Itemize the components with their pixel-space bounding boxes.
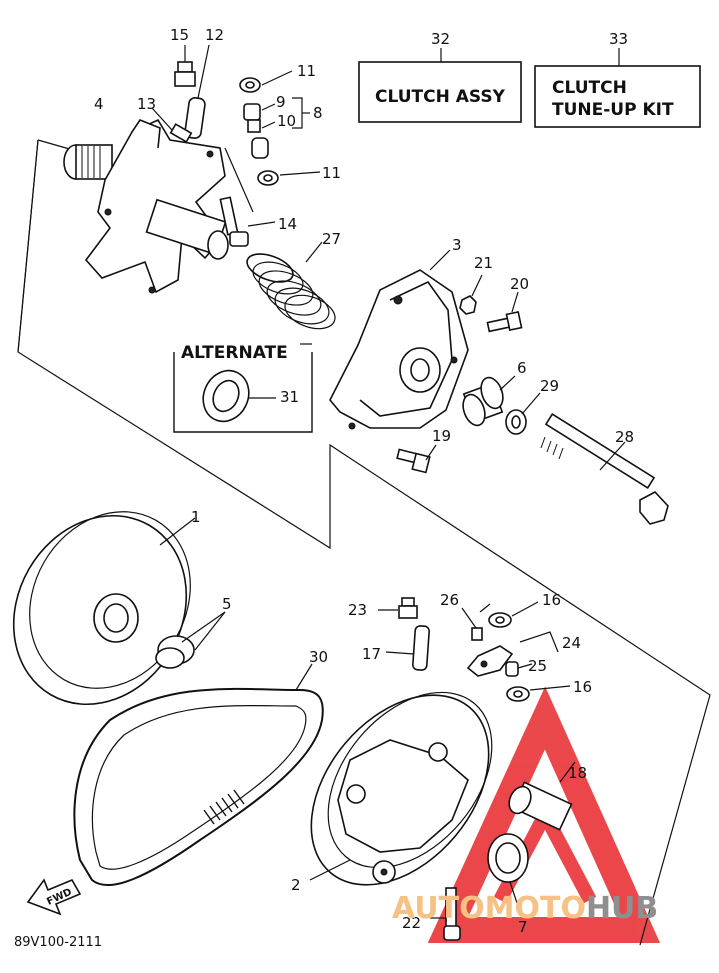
callout-11b: 11 bbox=[322, 164, 341, 182]
part-bolt-19 bbox=[396, 444, 437, 474]
fwd-arrow: FWD bbox=[26, 878, 82, 916]
watermark-text-hub: HUB bbox=[586, 891, 658, 926]
part-washer-29 bbox=[505, 392, 541, 435]
clutch-assy-label: CLUTCH ASSY bbox=[375, 87, 506, 107]
part-pin-12 bbox=[184, 44, 210, 139]
part-screw-26 bbox=[461, 607, 483, 641]
diagram-code: 89V100-2111 bbox=[14, 935, 102, 950]
callout-5: 5 bbox=[222, 595, 232, 613]
callout-12: 12 bbox=[205, 26, 224, 44]
part-bolt-14 bbox=[219, 196, 276, 247]
callout-31: 31 bbox=[280, 388, 299, 406]
callout-17: 17 bbox=[362, 645, 381, 663]
callout-2: 2 bbox=[291, 876, 301, 894]
callout-1: 1 bbox=[191, 508, 201, 526]
callout-28: 28 bbox=[615, 428, 634, 446]
part-washer-16b bbox=[506, 685, 571, 702]
clutch-assy-box: CLUTCH ASSY bbox=[358, 48, 522, 123]
part-rollers-9-10-11 bbox=[239, 70, 321, 186]
part-washer-16a bbox=[479, 601, 539, 628]
callout-7: 7 bbox=[518, 918, 528, 936]
callout-24: 24 bbox=[562, 634, 581, 652]
part-long-bolt-28 bbox=[540, 413, 669, 525]
callout-8: 8 bbox=[313, 104, 323, 122]
part-bushing-5 bbox=[155, 611, 226, 669]
callout-23: 23 bbox=[348, 601, 367, 619]
callout-27: 27 bbox=[322, 230, 341, 248]
callout-16b: 16 bbox=[573, 678, 592, 696]
callout-25: 25 bbox=[528, 657, 547, 675]
part-fixed-sheave-1 bbox=[12, 511, 196, 706]
callout-18: 18 bbox=[568, 764, 587, 782]
part-v-belt-30 bbox=[73, 663, 324, 886]
callout-16a: 16 bbox=[542, 591, 561, 609]
part-pin-17 bbox=[385, 625, 430, 671]
callout-10: 10 bbox=[277, 112, 296, 130]
tune-up-label-line2: TUNE-UP KIT bbox=[552, 100, 674, 120]
callout-21: 21 bbox=[474, 254, 493, 272]
part-bolt-20 bbox=[486, 291, 523, 333]
part-hub-spider bbox=[63, 118, 229, 294]
part-spring-27 bbox=[246, 241, 336, 330]
callout-33: 33 bbox=[609, 30, 628, 48]
alternate-box: ALTERNATE bbox=[173, 343, 313, 433]
callout-11a: 11 bbox=[297, 62, 316, 80]
watermark-text-moto: MOTO bbox=[485, 891, 586, 926]
callout-6: 6 bbox=[517, 359, 527, 377]
part-screw-13 bbox=[151, 107, 193, 143]
part-bushing-6 bbox=[462, 375, 516, 427]
part-grease-nipple-15 bbox=[174, 45, 196, 87]
callout-3: 3 bbox=[452, 236, 462, 254]
part-bushing-7 bbox=[487, 833, 529, 913]
part-grease-nipple-23 bbox=[378, 597, 418, 619]
part-arm-24-25 bbox=[466, 631, 559, 677]
callout-29: 29 bbox=[540, 377, 559, 395]
callout-4: 4 bbox=[94, 95, 104, 113]
watermark-logo: AUTOMOTOHUB bbox=[392, 891, 658, 926]
callout-26: 26 bbox=[440, 591, 459, 609]
callout-30: 30 bbox=[309, 648, 328, 666]
part-cover-3 bbox=[329, 249, 469, 430]
callout-32: 32 bbox=[431, 30, 450, 48]
callout-15: 15 bbox=[170, 26, 189, 44]
callout-22: 22 bbox=[402, 914, 421, 932]
assembly-outline bbox=[17, 139, 711, 946]
tune-up-label-line1: CLUTCH bbox=[552, 78, 627, 98]
callout-20: 20 bbox=[510, 275, 529, 293]
alternate-label: ALTERNATE bbox=[181, 343, 288, 363]
part-nut-21 bbox=[459, 274, 483, 315]
callout-13: 13 bbox=[137, 95, 156, 113]
part-bolt-22 bbox=[430, 887, 461, 941]
callout-14: 14 bbox=[278, 215, 297, 233]
callout-9: 9 bbox=[276, 93, 286, 111]
part-bushing-18 bbox=[508, 761, 576, 831]
callout-numbers: 1 2 3 4 5 6 7 8 9 10 11 11 12 13 14 15 1… bbox=[94, 26, 634, 936]
tune-up-kit-box: CLUTCH TUNE-UP KIT bbox=[534, 48, 701, 128]
watermark-text-auto: AUTO bbox=[392, 891, 485, 926]
callout-19: 19 bbox=[432, 427, 451, 445]
part-sheave-2 bbox=[309, 691, 493, 886]
svg-text:AUTOMOTOHUB: AUTOMOTOHUB bbox=[392, 891, 658, 926]
